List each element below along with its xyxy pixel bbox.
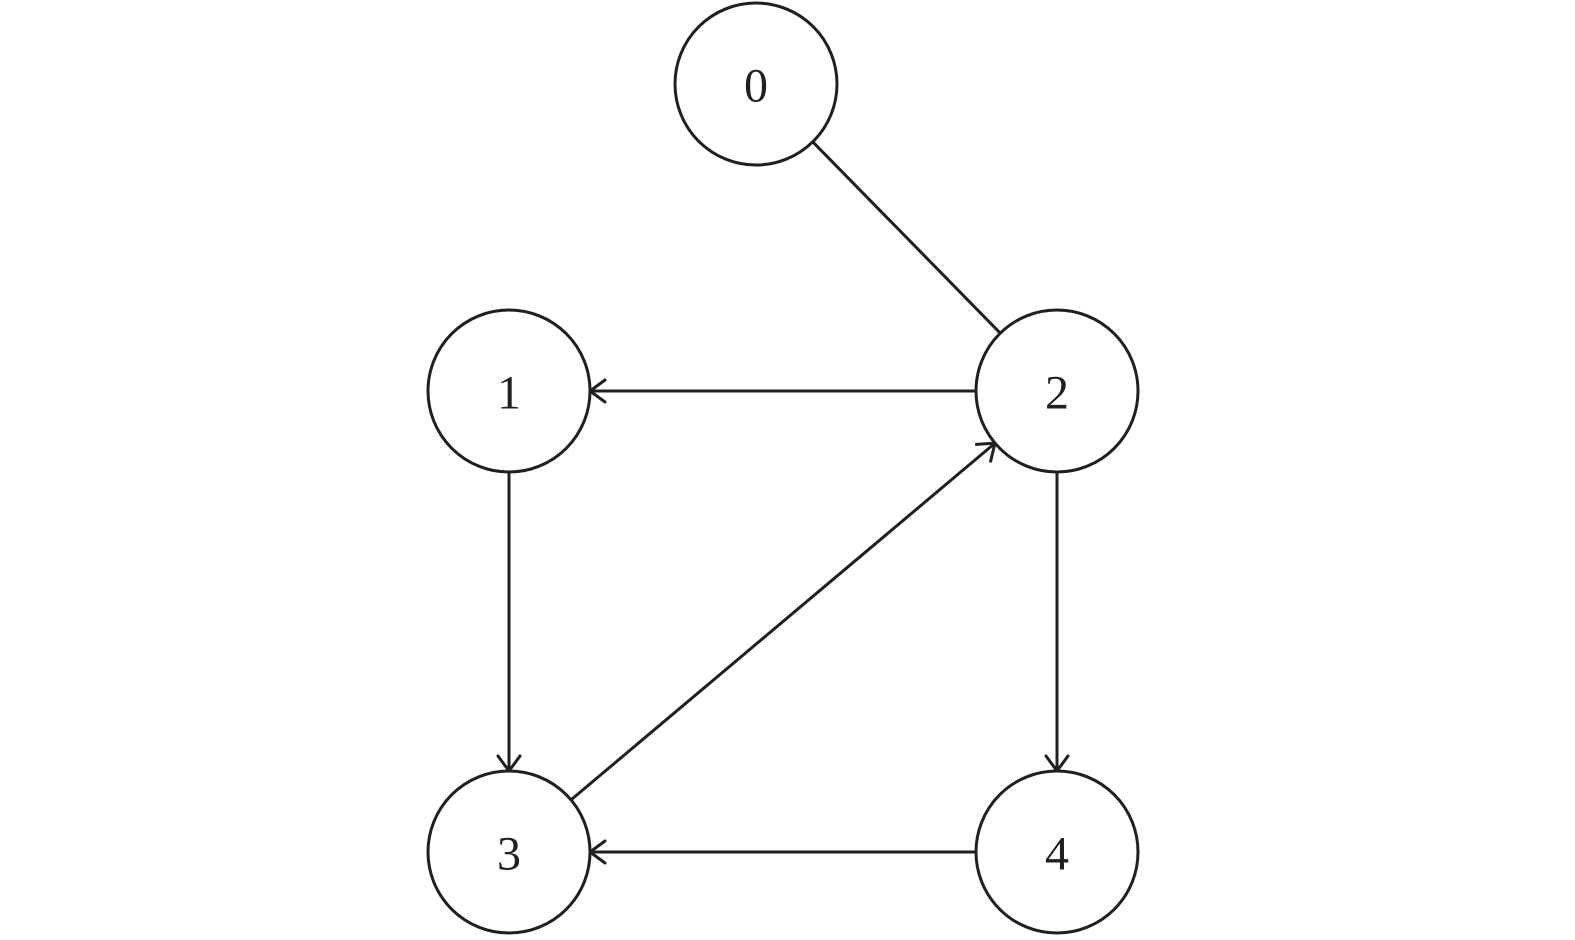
node-0: 0: [673, 1, 839, 167]
node-circle-4: [974, 769, 1140, 935]
node-label-3: 3: [497, 828, 521, 881]
node-4: 4: [974, 769, 1140, 935]
node-circle-1: [426, 308, 592, 474]
edge-line-0-2: [811, 140, 1002, 335]
node-label-2: 2: [1045, 367, 1069, 420]
edge-1-3: [496, 472, 522, 773]
node-label-4: 4: [1045, 828, 1069, 881]
node-label-0: 0: [744, 60, 768, 113]
node-2: 2: [974, 308, 1140, 474]
node-circle-0: [673, 1, 839, 167]
node-3: 3: [426, 769, 592, 935]
edges-layer: [496, 140, 1070, 865]
node-circle-2: [974, 308, 1140, 474]
node-circle-3: [426, 769, 592, 935]
node-label-1: 1: [497, 367, 521, 420]
nodes-layer: 0 1 2 3 4: [426, 1, 1140, 935]
edge-0-2: [811, 140, 1002, 335]
edge-line-3-2: [570, 441, 996, 802]
edge-4-3: [588, 839, 976, 865]
edge-3-2: [570, 441, 997, 802]
edge-2-4: [1044, 472, 1070, 773]
edge-2-1: [588, 378, 976, 404]
node-1: 1: [426, 308, 592, 474]
